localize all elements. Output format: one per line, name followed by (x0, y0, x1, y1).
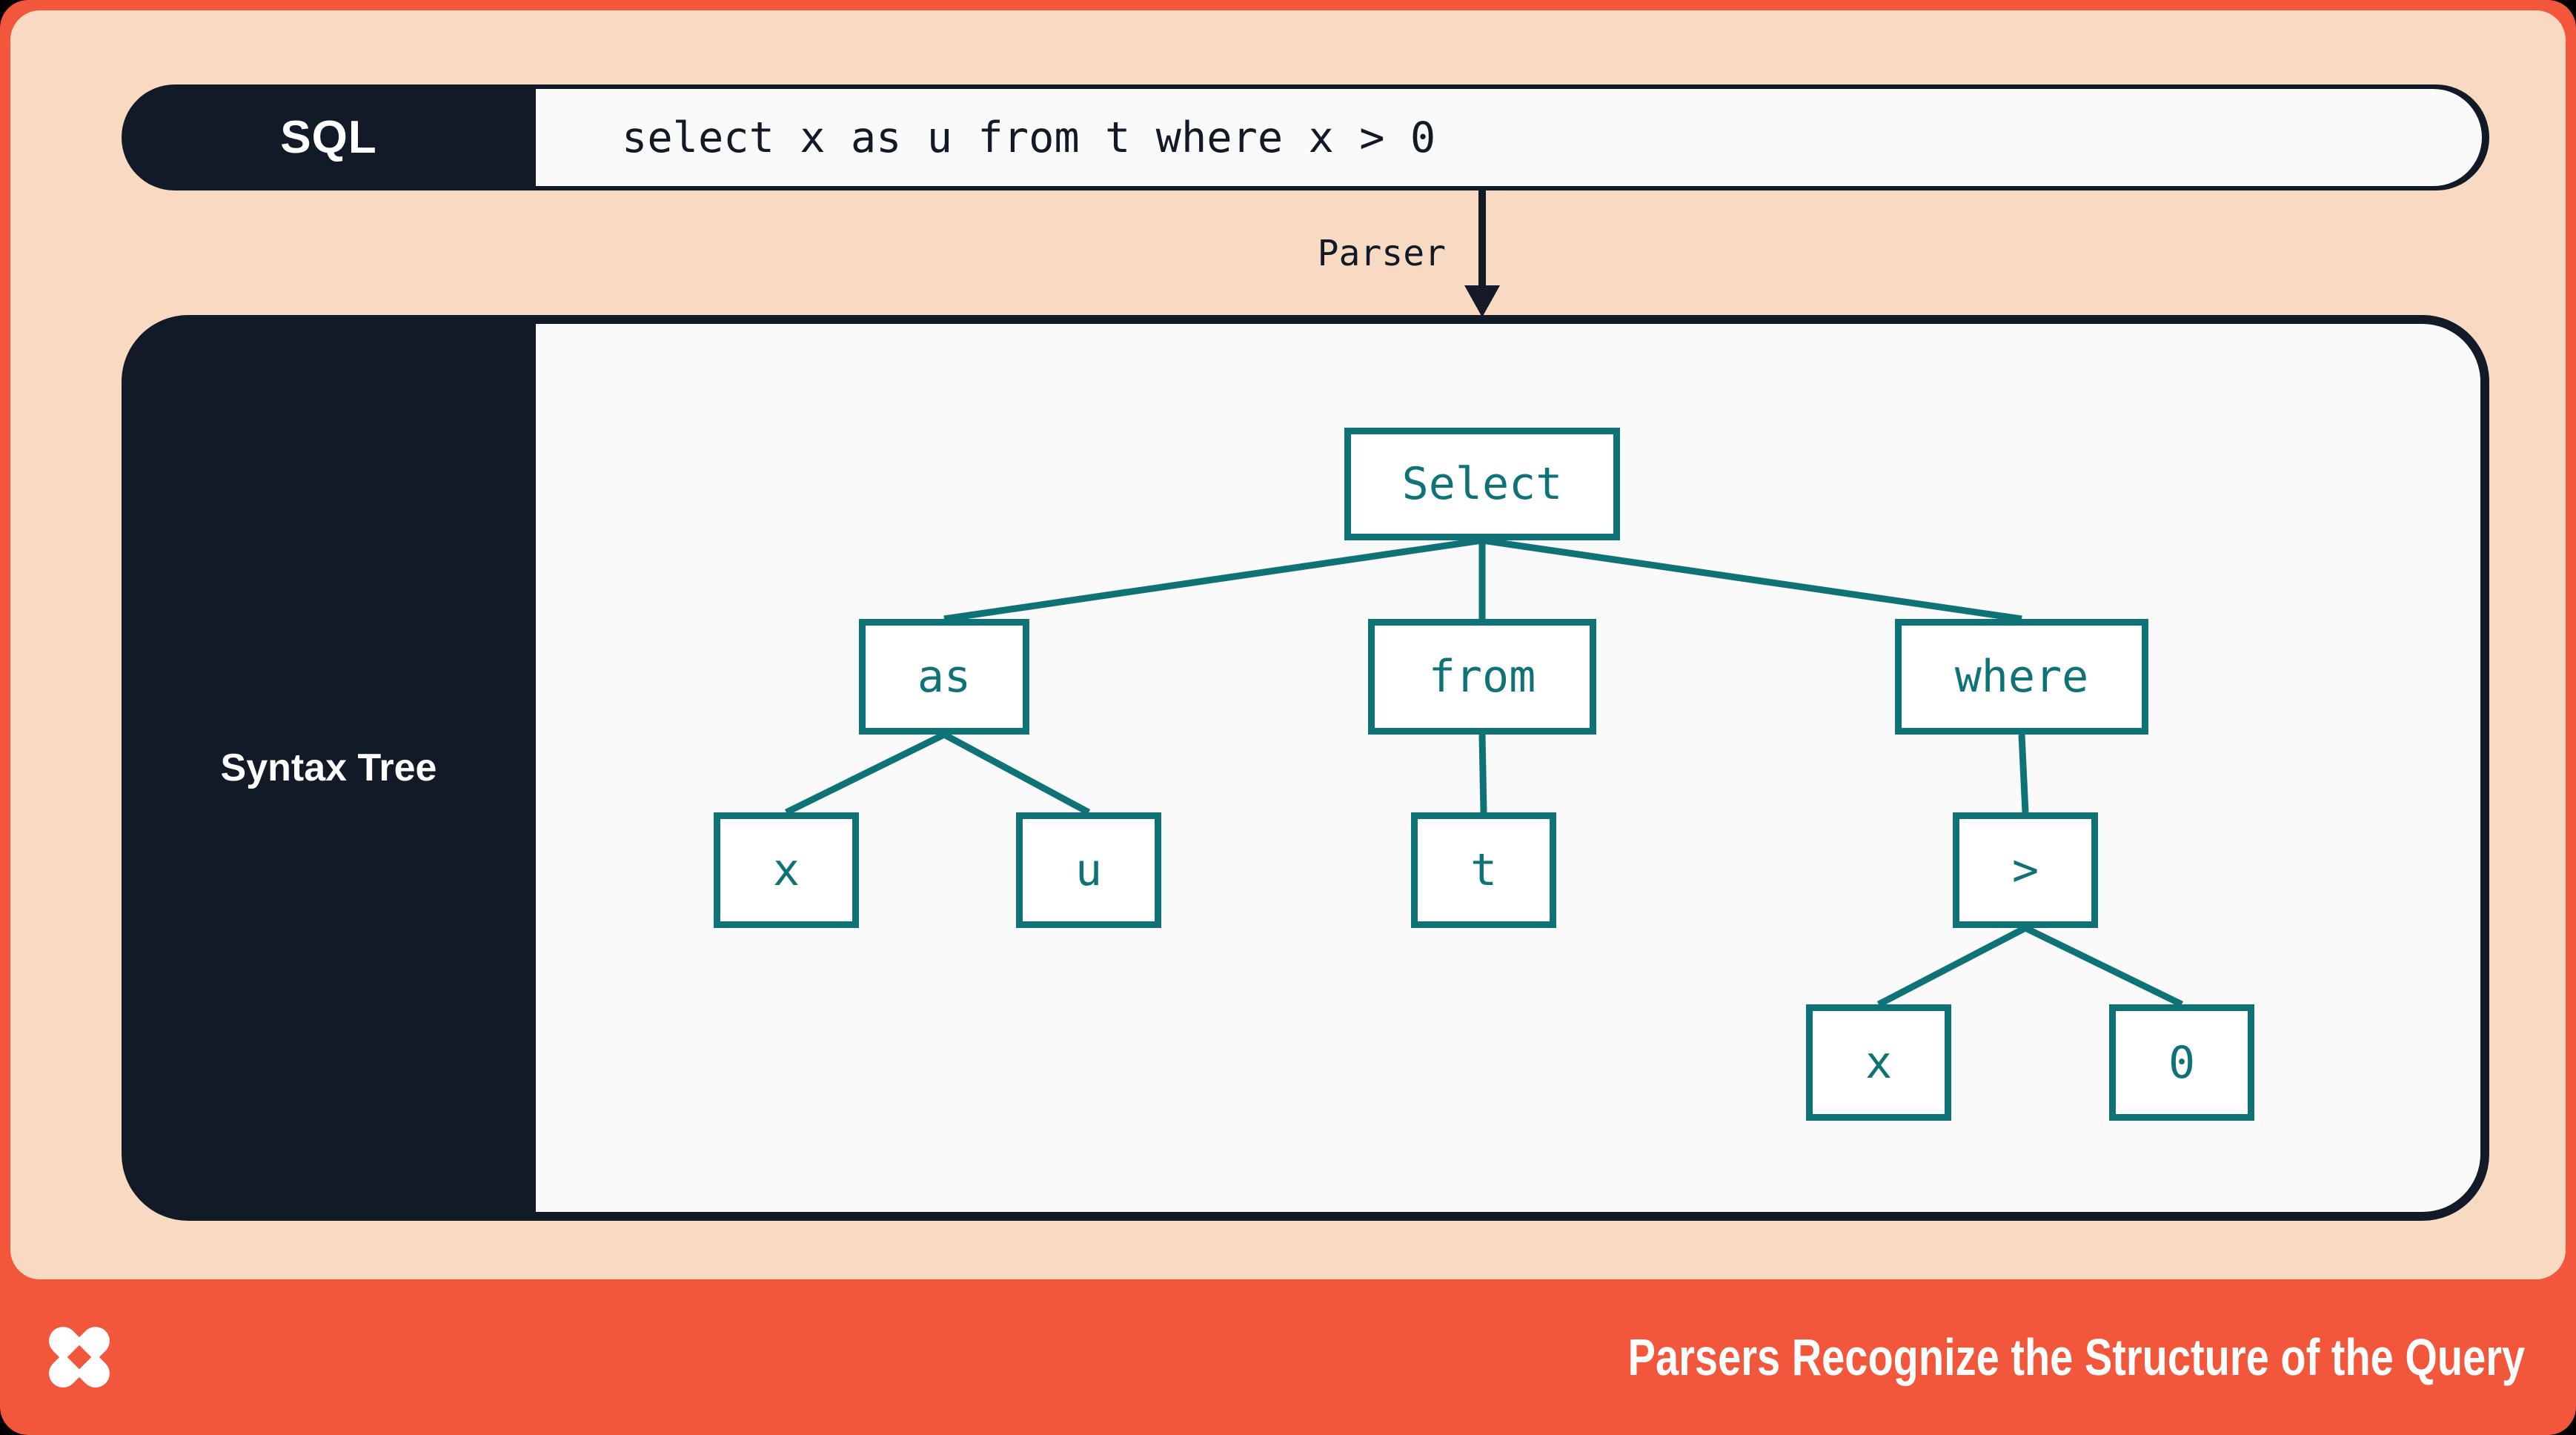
tree-node-gt: > (1953, 812, 2098, 928)
tree-node-from: from (1368, 619, 1596, 735)
tree-node-u: u (1016, 812, 1161, 928)
tree-node-t: t (1411, 812, 1556, 928)
sql-bar: SQL select x as u from t where x > 0 (122, 84, 2489, 190)
tree-node-where: where (1895, 619, 2148, 735)
tree-node-select: Select (1344, 428, 1620, 540)
sql-bar-label: SQL (280, 112, 377, 163)
footer: Parsers Recognize the Structure of the Q… (0, 1279, 2576, 1435)
sql-query-text: select x as u from t where x > 0 (622, 113, 1436, 162)
sql-query-area: select x as u from t where x > 0 (536, 89, 2482, 186)
parser-label: Parser (1317, 233, 1446, 274)
content-panel: SQL select x as u from t where x > 0 Par… (10, 10, 2566, 1279)
tree-node-x1: x (714, 812, 859, 928)
tree-node-as: as (859, 619, 1029, 735)
pinwheel-x-logo (49, 1327, 110, 1388)
syntax-tree-panel-label: Syntax Tree (220, 746, 437, 789)
down-arrow-icon (1464, 190, 1500, 317)
tree-node-x2: x (1806, 1004, 1951, 1121)
footer-title: Parsers Recognize the Structure of the Q… (1627, 1328, 2525, 1386)
tree-node-zero: 0 (2109, 1004, 2254, 1121)
